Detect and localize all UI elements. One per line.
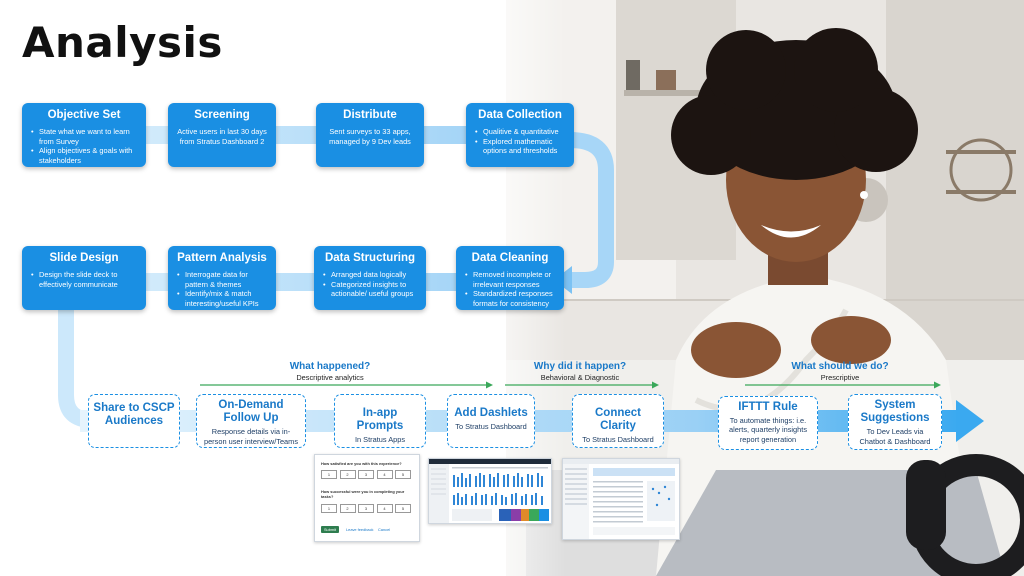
step-bullet: Align objectives & goals with stakeholde…: [31, 146, 139, 165]
scale-option[interactable]: 4: [376, 470, 393, 479]
section-diagnostic: Why did it happen? Behavioral & Diagnost…: [500, 361, 660, 382]
scale-option[interactable]: 5: [395, 504, 411, 513]
step-title: Add Dashlets: [454, 407, 528, 419]
main-flow-arrowhead: [956, 400, 984, 442]
green-arrowhead: [486, 381, 493, 389]
scale-option[interactable]: 3: [358, 470, 374, 479]
survey-question: How satisfied are you with this experien…: [321, 461, 402, 466]
step-bullet: Identify/mix & match interesting/useful …: [177, 289, 269, 308]
step-title: Screening: [194, 109, 250, 121]
step-share-cscp[interactable]: Share to CSCP Audiences: [88, 394, 180, 448]
section-heading: What happened?: [289, 361, 371, 372]
section-sub: Prescriptive: [820, 373, 860, 382]
step-connect-clarity[interactable]: Connect Clarity To Stratus Dashboard: [572, 394, 664, 448]
step-title: Slide Design: [49, 252, 119, 264]
scale-option[interactable]: 5: [395, 470, 411, 479]
step-text: Sent surveys to 33 apps, managed by 9 De…: [329, 126, 411, 146]
step-bullet: State what we want to learn from Survey: [31, 127, 139, 146]
step-bullet: Explored mathematic options and threshol…: [475, 137, 567, 156]
section-heading: What should we do?: [791, 361, 889, 372]
step-sub: To Stratus Dashboard: [455, 422, 527, 432]
green-arrowhead: [652, 381, 659, 389]
step-ifttt-rule[interactable]: IFTTT Rule To automate things: i.e. aler…: [718, 396, 818, 450]
survey-scale: 1 2 3 4 5: [321, 470, 411, 479]
step-title: In-app Prompts: [356, 407, 404, 433]
step-title: Data Structuring: [324, 252, 416, 264]
step-bullet: Qualitive & quantitative: [475, 127, 567, 137]
step-sub: To automate things: i.e. alerts, quarter…: [728, 416, 808, 444]
survey-question: How successful were you in completing yo…: [321, 489, 405, 499]
step-title: System Suggestions: [860, 399, 930, 425]
step-title: Objective Set: [47, 109, 121, 121]
step-add-dashlets[interactable]: Add Dashlets To Stratus Dashboard: [447, 394, 535, 448]
page-title: Analysis: [22, 18, 223, 67]
clarity-thumbnail: [562, 458, 680, 540]
step-title: IFTTT Rule: [738, 401, 798, 413]
step-sub: In Stratus Apps: [354, 435, 406, 445]
clarity-illustration: [563, 459, 679, 539]
step-bullet: Arranged data logically: [323, 270, 419, 280]
step-data-cleaning[interactable]: Data Cleaning Removed incomplete or irre…: [456, 246, 564, 310]
step-pattern-analysis[interactable]: Pattern Analysis Interrogate data for pa…: [168, 246, 276, 310]
section-sub: Behavioral & Diagnostic: [540, 373, 620, 382]
step-on-demand-follow-up[interactable]: On-Demand Follow Up Response details via…: [196, 394, 306, 448]
survey-cancel-link[interactable]: Cancel: [378, 527, 391, 532]
step-bullet: Standardized responses formats for consi…: [465, 289, 557, 308]
survey-thumbnail: How satisfied are you with this experien…: [314, 454, 420, 542]
scale-option[interactable]: 1: [321, 470, 337, 479]
scale-option[interactable]: 3: [358, 504, 374, 513]
dashboard-thumbnail: [428, 458, 552, 524]
step-title: Data Collection: [478, 109, 562, 121]
u-turn-arrow: [569, 132, 614, 288]
step-title: Connect Clarity: [595, 407, 641, 433]
scale-option[interactable]: 1: [321, 504, 337, 513]
step-sub: To Dev Leads via Chatbot & Dashboard: [859, 427, 931, 446]
scale-option[interactable]: 2: [339, 504, 356, 513]
step-bullet: Categorized insights to actionable/ usef…: [323, 280, 419, 299]
section-descriptive: What happened? Descriptive analytics: [250, 361, 410, 382]
step-distribute[interactable]: Distribute Sent surveys to 33 apps, mana…: [316, 103, 424, 167]
step-bullet: Removed incomplete or irrelevant respons…: [465, 270, 557, 289]
step-title: Pattern Analysis: [177, 252, 267, 264]
step-system-suggestions[interactable]: System Suggestions To Dev Leads via Chat…: [848, 394, 942, 450]
survey-scale: 1 2 3 4 5: [321, 504, 411, 513]
step-sub: To Stratus Dashboard: [582, 435, 654, 445]
scale-option[interactable]: 4: [376, 504, 393, 513]
step-title: Share to CSCP Audiences: [93, 402, 175, 428]
survey-submit-button[interactable]: Submit: [321, 526, 339, 533]
section-heading: Why did it happen?: [533, 361, 627, 372]
step-text: Active users in last 30 days from Stratu…: [177, 126, 267, 146]
step-bullet: Design the slide deck to effectively com…: [31, 270, 139, 289]
step-data-structuring[interactable]: Data Structuring Arranged data logically…: [314, 246, 426, 310]
section-prescriptive: What should we do? Prescriptive: [760, 361, 920, 382]
step-title: Data Cleaning: [471, 252, 549, 264]
connector: [100, 126, 520, 144]
green-arrowhead: [934, 381, 941, 389]
section-sub: Descriptive analytics: [296, 373, 364, 382]
step-bullet: Interrogate data for pattern & themes: [177, 270, 269, 289]
step-data-collection[interactable]: Data Collection Qualitive & quantitative…: [466, 103, 574, 167]
scale-option[interactable]: 2: [339, 470, 356, 479]
step-title: On-Demand Follow Up: [218, 399, 284, 425]
step-screening[interactable]: Screening Active users in last 30 days f…: [168, 103, 276, 167]
step-objective-set[interactable]: Objective Set State what we want to lear…: [22, 103, 146, 167]
step-slide-design[interactable]: Slide Design Design the slide deck to ef…: [22, 246, 146, 310]
survey-leave-feedback-link[interactable]: Leave feedback: [346, 527, 374, 532]
step-sub: Response details via in-person user inte…: [203, 427, 299, 446]
step-title: Distribute: [343, 109, 397, 121]
dashboard-illustration: [429, 459, 551, 523]
step-in-app-prompts[interactable]: In-app Prompts In Stratus Apps: [334, 394, 426, 448]
